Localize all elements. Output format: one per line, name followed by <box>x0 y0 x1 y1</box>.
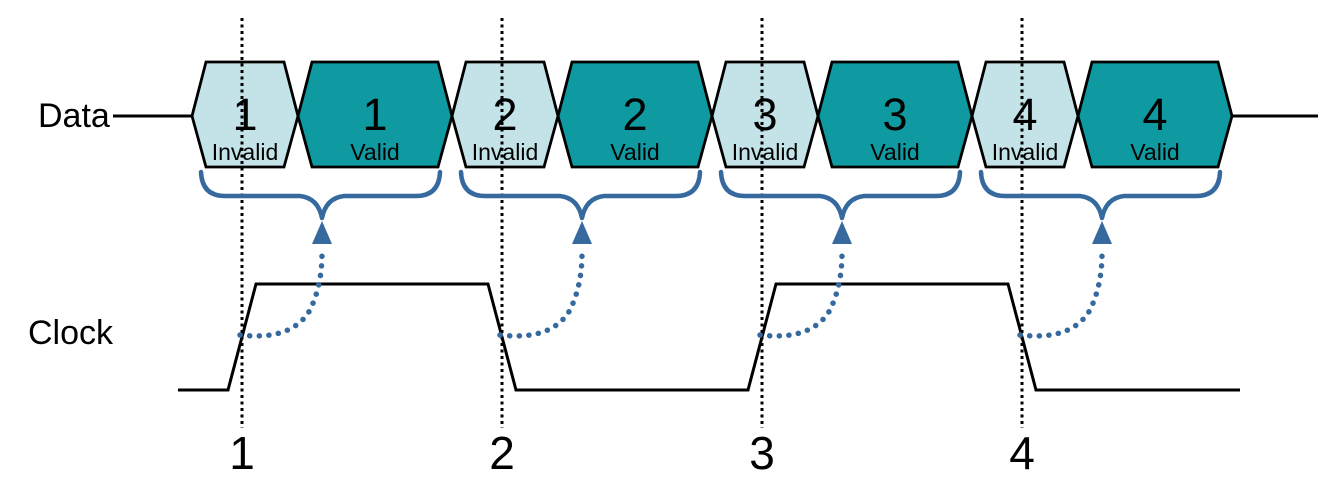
capture-arrow-1 <box>237 251 325 339</box>
capture-arrow-1-head <box>312 221 332 244</box>
capture-arrow-4 <box>1017 251 1105 339</box>
hex-invalid-4-label: Invalid <box>992 139 1058 165</box>
hex-valid-4-number: 4 <box>1142 89 1167 140</box>
capture-arrow-3 <box>757 251 845 339</box>
hex-invalid-1-label: Invalid <box>212 139 278 165</box>
hex-valid-4 <box>1076 60 1234 169</box>
hex-invalid-1-number: 1 <box>232 89 257 140</box>
capture-arrow-3-head <box>832 221 852 244</box>
clock-signal-layer <box>178 282 1240 392</box>
hex-valid-1-label: Valid <box>350 139 399 165</box>
capture-arrow-2 <box>497 251 585 339</box>
hex-invalid-2-number: 2 <box>492 89 517 140</box>
edge-number-4: 4 <box>1009 427 1035 479</box>
hex-valid-4-label: Valid <box>1130 139 1179 165</box>
hex-valid-3-label: Valid <box>870 139 919 165</box>
hex-invalid-3-number: 3 <box>752 89 777 140</box>
capture-arrow-2-head <box>572 221 592 244</box>
edge-number-2: 2 <box>489 427 515 479</box>
hex-valid-1-number: 1 <box>362 89 387 140</box>
data-signal-label: Data <box>38 97 110 135</box>
brace-3 <box>718 169 963 221</box>
brace-2 <box>458 169 703 221</box>
capture-arrow-4-head <box>1092 221 1112 244</box>
hex-valid-3-number: 3 <box>882 89 907 140</box>
brace-4 <box>978 169 1223 221</box>
hex-invalid-2-label: Invalid <box>472 139 538 165</box>
edge-number-3: 3 <box>749 427 775 479</box>
hex-invalid-4-number: 4 <box>1012 89 1037 140</box>
edge-number-1: 1 <box>229 427 255 479</box>
clock-signal-label: Clock <box>28 314 114 352</box>
brace-1 <box>198 169 443 221</box>
annotation-layer: 1 2 3 4 <box>198 169 1223 479</box>
hex-valid-2-number: 2 <box>622 89 647 140</box>
clock-waveform <box>178 282 1240 392</box>
hex-invalid-3-label: Invalid <box>732 139 798 165</box>
data-signal-layer: 1Invalid1Valid2Invalid2Valid3Invalid3Val… <box>113 60 1318 169</box>
hex-valid-2-label: Valid <box>610 139 659 165</box>
